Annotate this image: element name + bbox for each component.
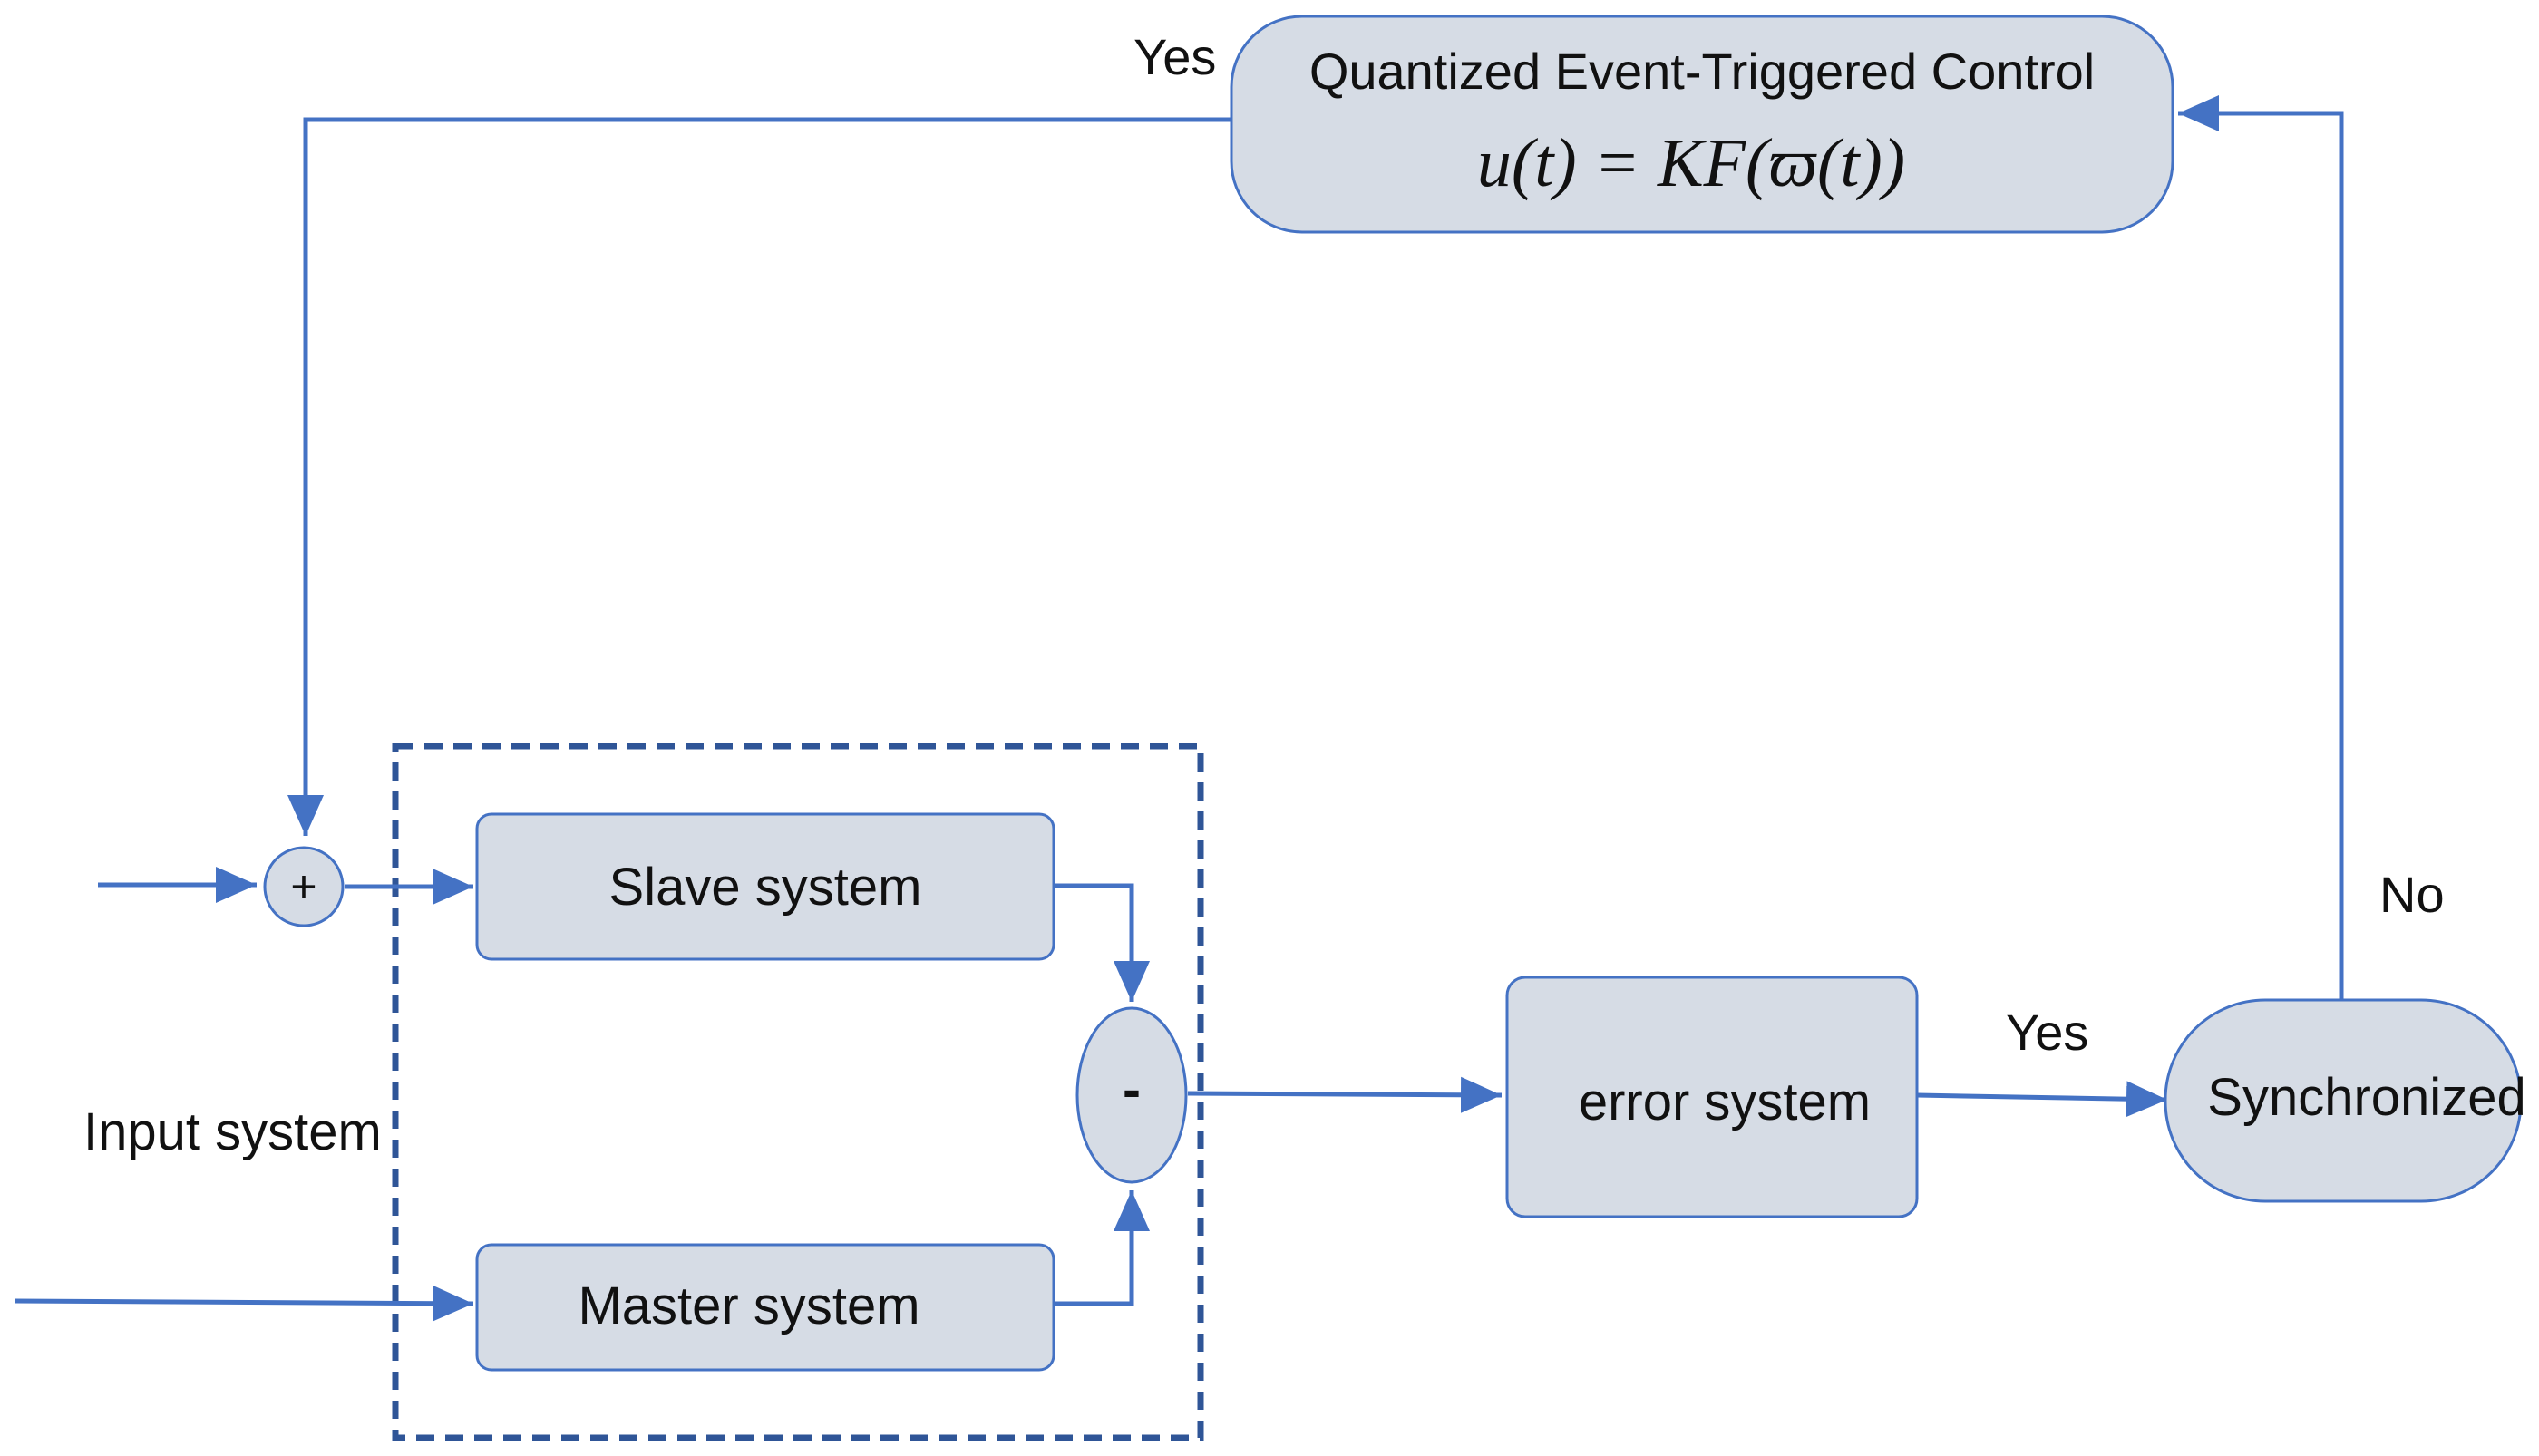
controller-block: Quantized Event-Triggered Control u(t) =… [1230, 15, 2174, 234]
synchronized-label: Synchronized [2207, 1068, 2525, 1127]
controller-formula: u(t) = KF(ϖ(t)) [1477, 125, 1905, 201]
error-system-block: error system [1505, 976, 1919, 1218]
error-yes-label: Yes [2006, 1004, 2088, 1061]
controller-yes-label: Yes [1133, 28, 1216, 85]
master-to-diff-wire [1054, 1190, 1150, 1306]
diff-to-error-wire [1187, 1076, 1503, 1113]
master-system-block: Master system [475, 1243, 1055, 1372]
input-to-master-wire [14, 1285, 474, 1322]
system-group-border [392, 743, 1204, 1441]
master-system-label: Master system [578, 1276, 919, 1335]
connections [14, 95, 2344, 1322]
synchronized-block: Synchronized [2164, 998, 2526, 1203]
error-system-label: error system [1579, 1073, 1871, 1131]
input-system-label: Input system [83, 1102, 382, 1161]
sync-to-controller-wire [2178, 95, 2344, 1000]
summing-junction-symbol: + [290, 861, 316, 912]
controller-title: Quantized Event-Triggered Control [1309, 43, 2095, 100]
controller-to-sum-wire [287, 117, 1231, 836]
slave-to-diff-wire [1054, 883, 1150, 1002]
difference-junction-symbol: - [1123, 1059, 1141, 1120]
difference-junction: - [1075, 1006, 1188, 1184]
error-to-sync-wire [1916, 1081, 2168, 1118]
slave-system-label: Slave system [609, 858, 922, 917]
slave-system-block: Slave system [475, 812, 1055, 961]
summing-junction: + [263, 846, 345, 927]
sync-no-label: No [2379, 866, 2445, 923]
